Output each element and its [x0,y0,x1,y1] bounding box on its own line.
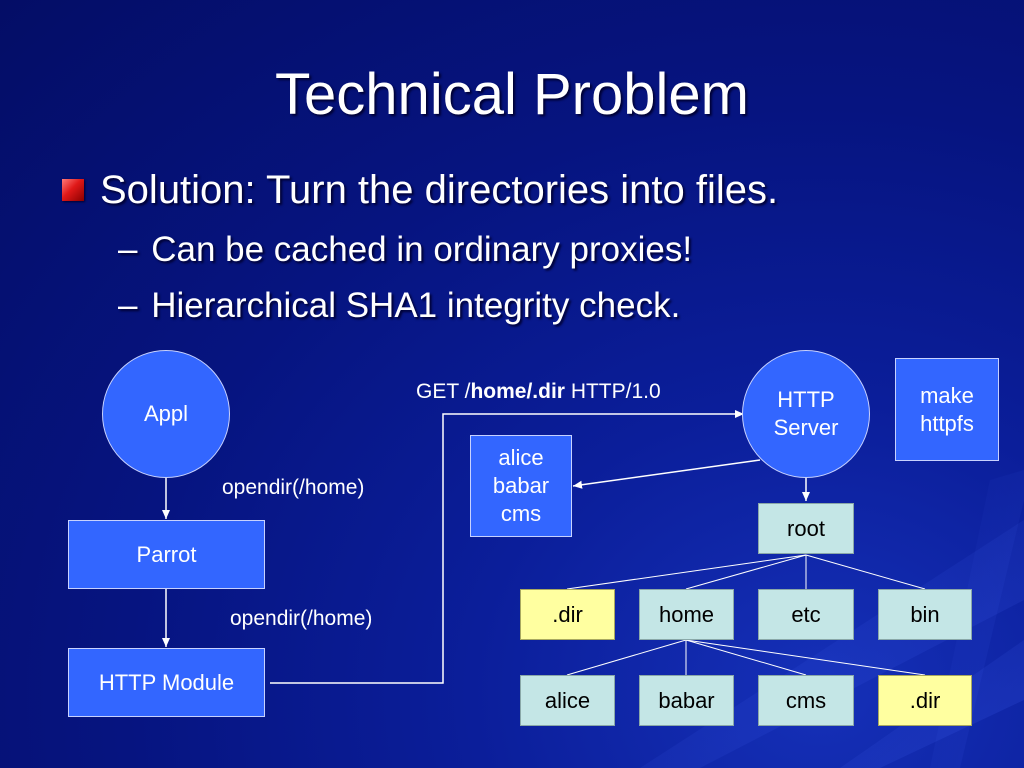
parrot-label: Parrot [136,541,197,567]
appl-label: Appl [143,401,189,426]
tree-node-babar: babar [639,675,734,726]
main-bullet-text: Solution: Turn the directories into file… [100,167,779,212]
sub-bullet-2: – Hierarchical SHA1 integrity check. [118,284,680,328]
tree-node-label: root [787,515,825,541]
http-module-node: HTTP Module [68,648,265,717]
sub-bullet-1-text: Can be cached in ordinary proxies! [151,230,693,269]
get-request-prefix: GET / [416,380,471,403]
tree-node-home-dir: .dir [878,675,972,726]
tree-node-label: bin [910,601,940,627]
listing-item: babar [492,473,550,498]
listing-item: alice [498,445,544,470]
tree-node-label: babar [658,687,715,713]
tree-node-home: home [639,589,734,640]
directory-listing-node: alice babar cms [470,435,572,537]
sub-bullet-dash: – [118,286,138,325]
tree-node-etc: etc [758,589,854,640]
opendir-label-1: opendir(/home) [222,476,365,499]
arrow-server-to-listing [572,459,761,489]
listing-item: cms [500,501,542,526]
get-request-suffix: HTTP/1.0 [564,380,661,403]
tree-node-root: root [758,503,854,554]
appl-node: Appl [102,350,230,478]
tree-node-label: alice [544,687,591,713]
tree-edges-home [566,639,926,676]
sub-bullet-1: – Can be cached in ordinary proxies! [118,228,692,272]
sub-bullet-2-text: Hierarchical SHA1 integrity check. [151,286,681,325]
main-bullet: Solution: Turn the directories into file… [62,162,778,218]
http-server-label-2: Server [773,415,839,440]
tree-node-label: .dir [909,687,941,713]
slide-title: Technical Problem [275,62,749,127]
make-httpfs-node: make httpfs [895,358,999,461]
sub-bullet-dash: – [118,230,138,269]
tree-node-label: home [658,601,715,627]
http-server-node: HTTP Server [742,350,870,478]
get-request-path: home/.dir [470,380,565,403]
tree-node-cms: cms [758,675,854,726]
tree-node-dir: .dir [520,589,615,640]
tree-node-bin: bin [878,589,972,640]
tree-node-label: etc [791,601,821,627]
arrow-module-to-server [270,410,744,684]
parrot-node: Parrot [68,520,265,589]
tree-node-alice: alice [520,675,615,726]
tree-node-label: .dir [552,601,583,627]
http-module-label: HTTP Module [98,669,235,695]
get-request-label: GET /home/.dir HTTP/1.0 [416,380,661,404]
make-httpfs-label-2: httpfs [920,410,974,436]
bullet-square-icon [62,179,84,201]
make-httpfs-label-1: make [920,382,974,408]
tree-node-label: cms [785,687,827,713]
http-server-label-1: HTTP [777,387,835,412]
tree-edges-root [566,554,926,590]
opendir-label-2: opendir(/home) [230,607,373,630]
